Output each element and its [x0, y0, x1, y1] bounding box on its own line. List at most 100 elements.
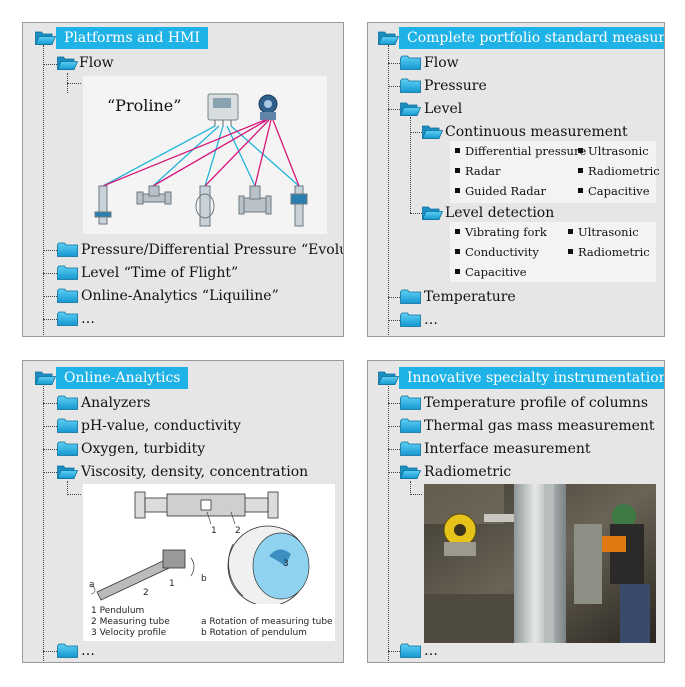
sensor-coriolis-icon [195, 185, 215, 227]
tree-line [43, 273, 57, 274]
callout-label: b [201, 574, 207, 584]
continuous-list: Differential pressure Ultrasonic Radar R… [450, 141, 660, 203]
folder-icon[interactable] [400, 643, 421, 658]
tree-line [388, 63, 400, 64]
tree-item-pressure[interactable]: Pressure [424, 78, 487, 94]
tree-item-viscosity[interactable]: Viscosity, density, concentration [81, 464, 309, 480]
legend-item: 1 Pendulum [91, 606, 145, 616]
tree-item-level[interactable]: Level [424, 101, 463, 117]
tree-line [388, 109, 400, 110]
folder-icon[interactable] [400, 441, 421, 456]
tree-line [388, 449, 400, 450]
tree-line [67, 481, 68, 495]
list-item: Ultrasonic [568, 225, 639, 239]
tree-item-analyzers[interactable]: Analyzers [81, 395, 151, 411]
tree-item-continuous[interactable]: Continuous measurement [445, 124, 628, 140]
tree-line [388, 381, 389, 661]
tree-item-more[interactable]: … [81, 311, 95, 327]
open-folder-icon[interactable] [35, 30, 56, 45]
legend-item: a Rotation of measuring tube [201, 617, 333, 627]
tree-line [388, 297, 400, 298]
legend-item: b Rotation of pendulum [201, 628, 307, 638]
tree-item-thermal-gas[interactable]: Thermal gas mass measurement [424, 418, 655, 434]
callout-label: 1 [169, 579, 175, 589]
folder-icon[interactable] [57, 311, 78, 326]
tree-item-more[interactable]: … [81, 643, 95, 659]
open-folder-icon[interactable] [378, 370, 399, 385]
list-item: Capacitive [455, 265, 527, 279]
tree-item-flow[interactable]: Flow [424, 55, 459, 71]
tree-item-oxygen[interactable]: Oxygen, turbidity [81, 441, 206, 457]
tree-item-radiometric[interactable]: Radiometric [424, 464, 512, 480]
tree-line [388, 86, 400, 87]
open-folder-icon[interactable] [57, 55, 78, 70]
tree-line [43, 319, 57, 320]
sensor-vertical-icon [94, 185, 112, 225]
tree-line [43, 472, 57, 473]
sensor-ultrasonic-icon [290, 185, 308, 227]
open-folder-icon[interactable] [400, 101, 421, 116]
open-folder-icon[interactable] [57, 464, 78, 479]
transmitter-display-icon [207, 93, 239, 126]
panel-title: Innovative specialty instrumentation [399, 367, 664, 389]
tree-line [388, 45, 389, 335]
open-folder-icon[interactable] [378, 30, 399, 45]
folder-icon[interactable] [400, 78, 421, 93]
tree-line [43, 250, 57, 251]
figure-label: “Proline” [107, 96, 182, 115]
tree-item-temperature[interactable]: Temperature [424, 289, 516, 305]
tree-line [388, 320, 400, 321]
folder-icon[interactable] [400, 312, 421, 327]
tree-item-pressure[interactable]: Pressure/Differential Pressure “Evolutio… [81, 242, 343, 258]
proline-figure: “Proline” [83, 76, 327, 234]
tree-line [43, 296, 57, 297]
folder-icon[interactable] [400, 289, 421, 304]
tree-line [43, 381, 44, 661]
tree-line [410, 481, 411, 495]
folder-icon[interactable] [57, 441, 78, 456]
tree-item-detection[interactable]: Level detection [445, 205, 555, 221]
pendulum-diagram [90, 491, 310, 604]
tree-line [43, 426, 57, 427]
legend-item: 2 Measuring tube [91, 617, 170, 627]
folder-icon[interactable] [57, 418, 78, 433]
list-item: Guided Radar [455, 184, 546, 198]
panel-platforms-hmi: Platforms and HMI Flow “Proline” [22, 22, 344, 337]
panel-online-analytics: Online-Analytics Analyzers pH-value, con… [22, 360, 344, 663]
open-folder-icon[interactable] [35, 370, 56, 385]
tree-item-temperature-profile[interactable]: Temperature profile of columns [424, 395, 649, 411]
folder-icon[interactable] [57, 395, 78, 410]
proline-devices-diagram [94, 93, 308, 227]
tree-item-more[interactable]: … [424, 643, 438, 659]
list-item: Capacitive [578, 184, 650, 198]
list-item: Ultrasonic [578, 144, 649, 158]
tree-item-flow[interactable]: Flow [79, 55, 114, 71]
list-item: Radiometric [568, 245, 650, 259]
tree-line [410, 494, 422, 495]
tree-item-ph[interactable]: pH-value, conductivity [81, 418, 241, 434]
tree-line [388, 651, 400, 652]
tree-line [67, 83, 81, 84]
folder-icon[interactable] [57, 265, 78, 280]
tree-item-level[interactable]: Level “Time of Flight” [81, 265, 239, 281]
folder-icon[interactable] [400, 418, 421, 433]
list-item: Radar [455, 164, 501, 178]
folder-icon[interactable] [57, 288, 78, 303]
list-item: Radiometric [578, 164, 660, 178]
open-folder-icon[interactable] [400, 464, 421, 479]
tree-item-more[interactable]: … [424, 312, 438, 328]
folder-icon[interactable] [57, 242, 78, 257]
open-folder-icon[interactable] [422, 205, 443, 220]
detection-list: Vibrating fork Ultrasonic Conductivity R… [450, 222, 656, 282]
tree-line [43, 64, 57, 65]
tree-item-analytics[interactable]: Online-Analytics “Liquiline” [81, 288, 279, 304]
callout-label: a [89, 580, 95, 590]
tree-line [43, 403, 57, 404]
callout-label: 2 [143, 588, 149, 598]
panel-title: Complete portfolio standard measurement [399, 27, 664, 49]
folder-icon[interactable] [400, 395, 421, 410]
open-folder-icon[interactable] [422, 124, 443, 139]
folder-icon[interactable] [400, 55, 421, 70]
folder-icon[interactable] [57, 643, 78, 658]
tree-item-interface[interactable]: Interface measurement [424, 441, 591, 457]
